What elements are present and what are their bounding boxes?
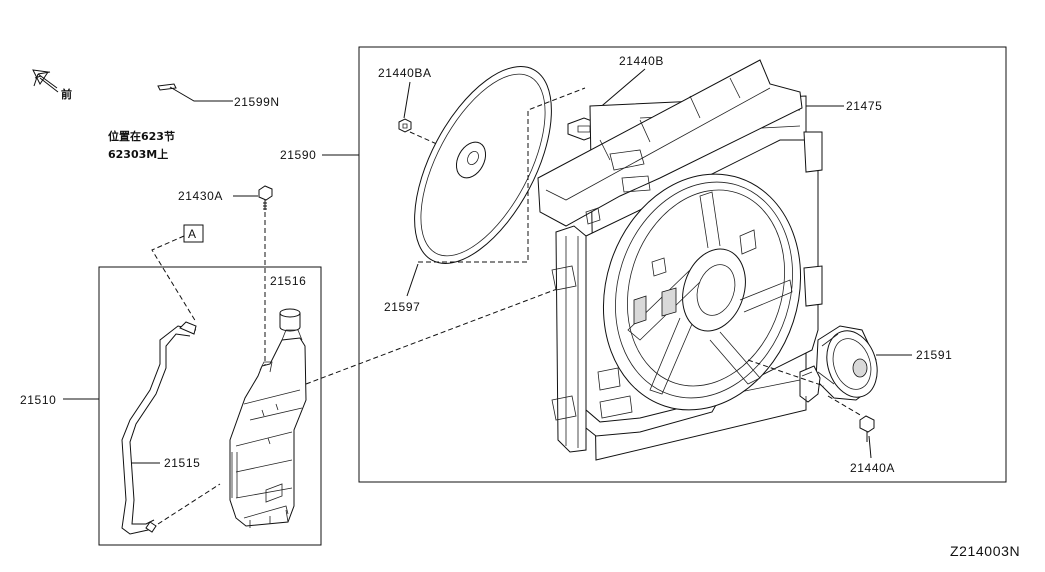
hose-reservoir-dash <box>157 483 221 525</box>
callout-21515: 21515 <box>164 456 200 470</box>
callout-21510: 21510 <box>20 393 56 407</box>
motor-shroud-dash <box>747 359 825 387</box>
callout-21430A: 21430A <box>178 189 223 203</box>
bolt-21430A-icon <box>258 185 273 210</box>
callout-21590: 21590 <box>280 148 316 162</box>
front-arrow-icon <box>32 69 59 93</box>
fan-motor-icon <box>799 325 878 404</box>
ref-box-a-label: A <box>188 227 196 241</box>
nut-21440BA-icon <box>398 118 412 133</box>
callout-21440B: 21440B <box>619 54 664 68</box>
label-clip-icon <box>157 83 177 91</box>
front-label: 前 <box>61 87 72 101</box>
callout-21475: 21475 <box>846 99 882 113</box>
reservoir-assembly-frame <box>98 266 322 546</box>
callout-21597: 21597 <box>384 300 420 314</box>
callout-21599N: 21599N <box>234 95 280 109</box>
fan-blade-dash <box>418 87 586 263</box>
leader-21440BA <box>403 81 411 119</box>
fan-shroud-icon <box>537 59 823 453</box>
reservoir-shroud-dash <box>305 271 603 385</box>
leader-21440A <box>868 435 872 459</box>
leader-21597 <box>406 263 419 297</box>
overflow-hose-icon <box>121 321 197 535</box>
note-line-1: 位置在623节 <box>108 129 175 143</box>
note-line-2: 62303M上 <box>108 147 168 161</box>
coolant-reservoir-icon <box>229 329 307 528</box>
reservoir-cap-icon <box>279 308 301 332</box>
catalog-code: Z214003N <box>950 543 1020 559</box>
callout-21440A: 21440A <box>850 461 895 475</box>
ref-box-a <box>183 224 204 243</box>
fan-assembly-frame <box>358 46 1007 483</box>
callout-21591: 21591 <box>916 348 952 362</box>
ref-a-dash <box>151 235 197 323</box>
screw-21440A-icon <box>859 415 875 442</box>
screw-21440A-dash <box>827 395 863 417</box>
leader-21599N <box>169 86 233 102</box>
fan-blade-icon <box>414 66 552 264</box>
callout-21440BA: 21440BA <box>378 66 432 80</box>
callout-21516: 21516 <box>270 274 306 288</box>
